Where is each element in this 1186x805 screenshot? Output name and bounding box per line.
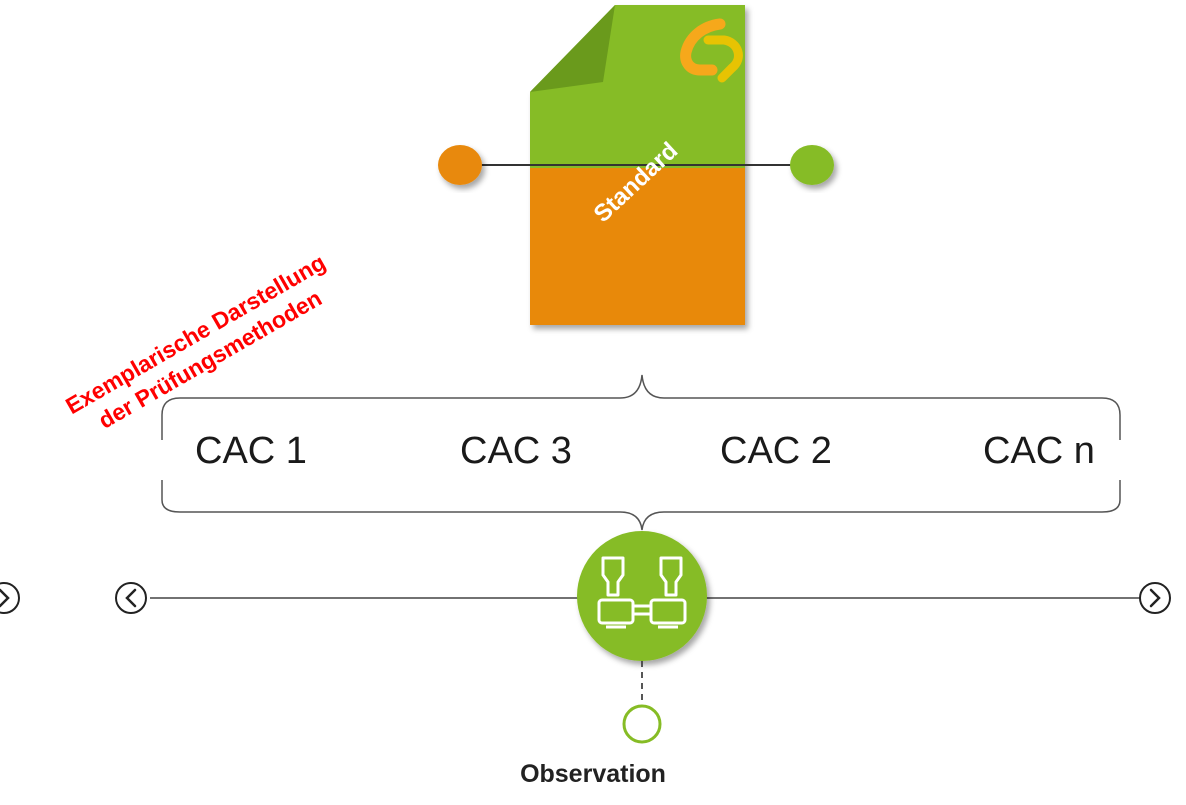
cac-label-3: CAC 3 [460,430,572,472]
orange-node [438,145,482,185]
cac-label-2: CAC 2 [720,430,832,472]
bottom-brace [161,480,1121,531]
cac-label-1: CAC 1 [195,430,307,472]
observation-method-node[interactable] [577,531,707,661]
top-brace [161,374,1121,440]
observation-label: Observation [520,760,666,788]
method-marker-ring[interactable] [622,704,662,744]
logo-icon [680,18,743,83]
previous-chevron-icon[interactable] [115,582,147,614]
page-fold [530,5,615,92]
previous-edge-chevron-icon[interactable] [0,582,20,614]
cac-label-n: CAC n [983,430,1095,472]
green-node [790,145,834,185]
next-chevron-icon[interactable] [1139,582,1171,614]
binoculars-icon [597,556,687,629]
